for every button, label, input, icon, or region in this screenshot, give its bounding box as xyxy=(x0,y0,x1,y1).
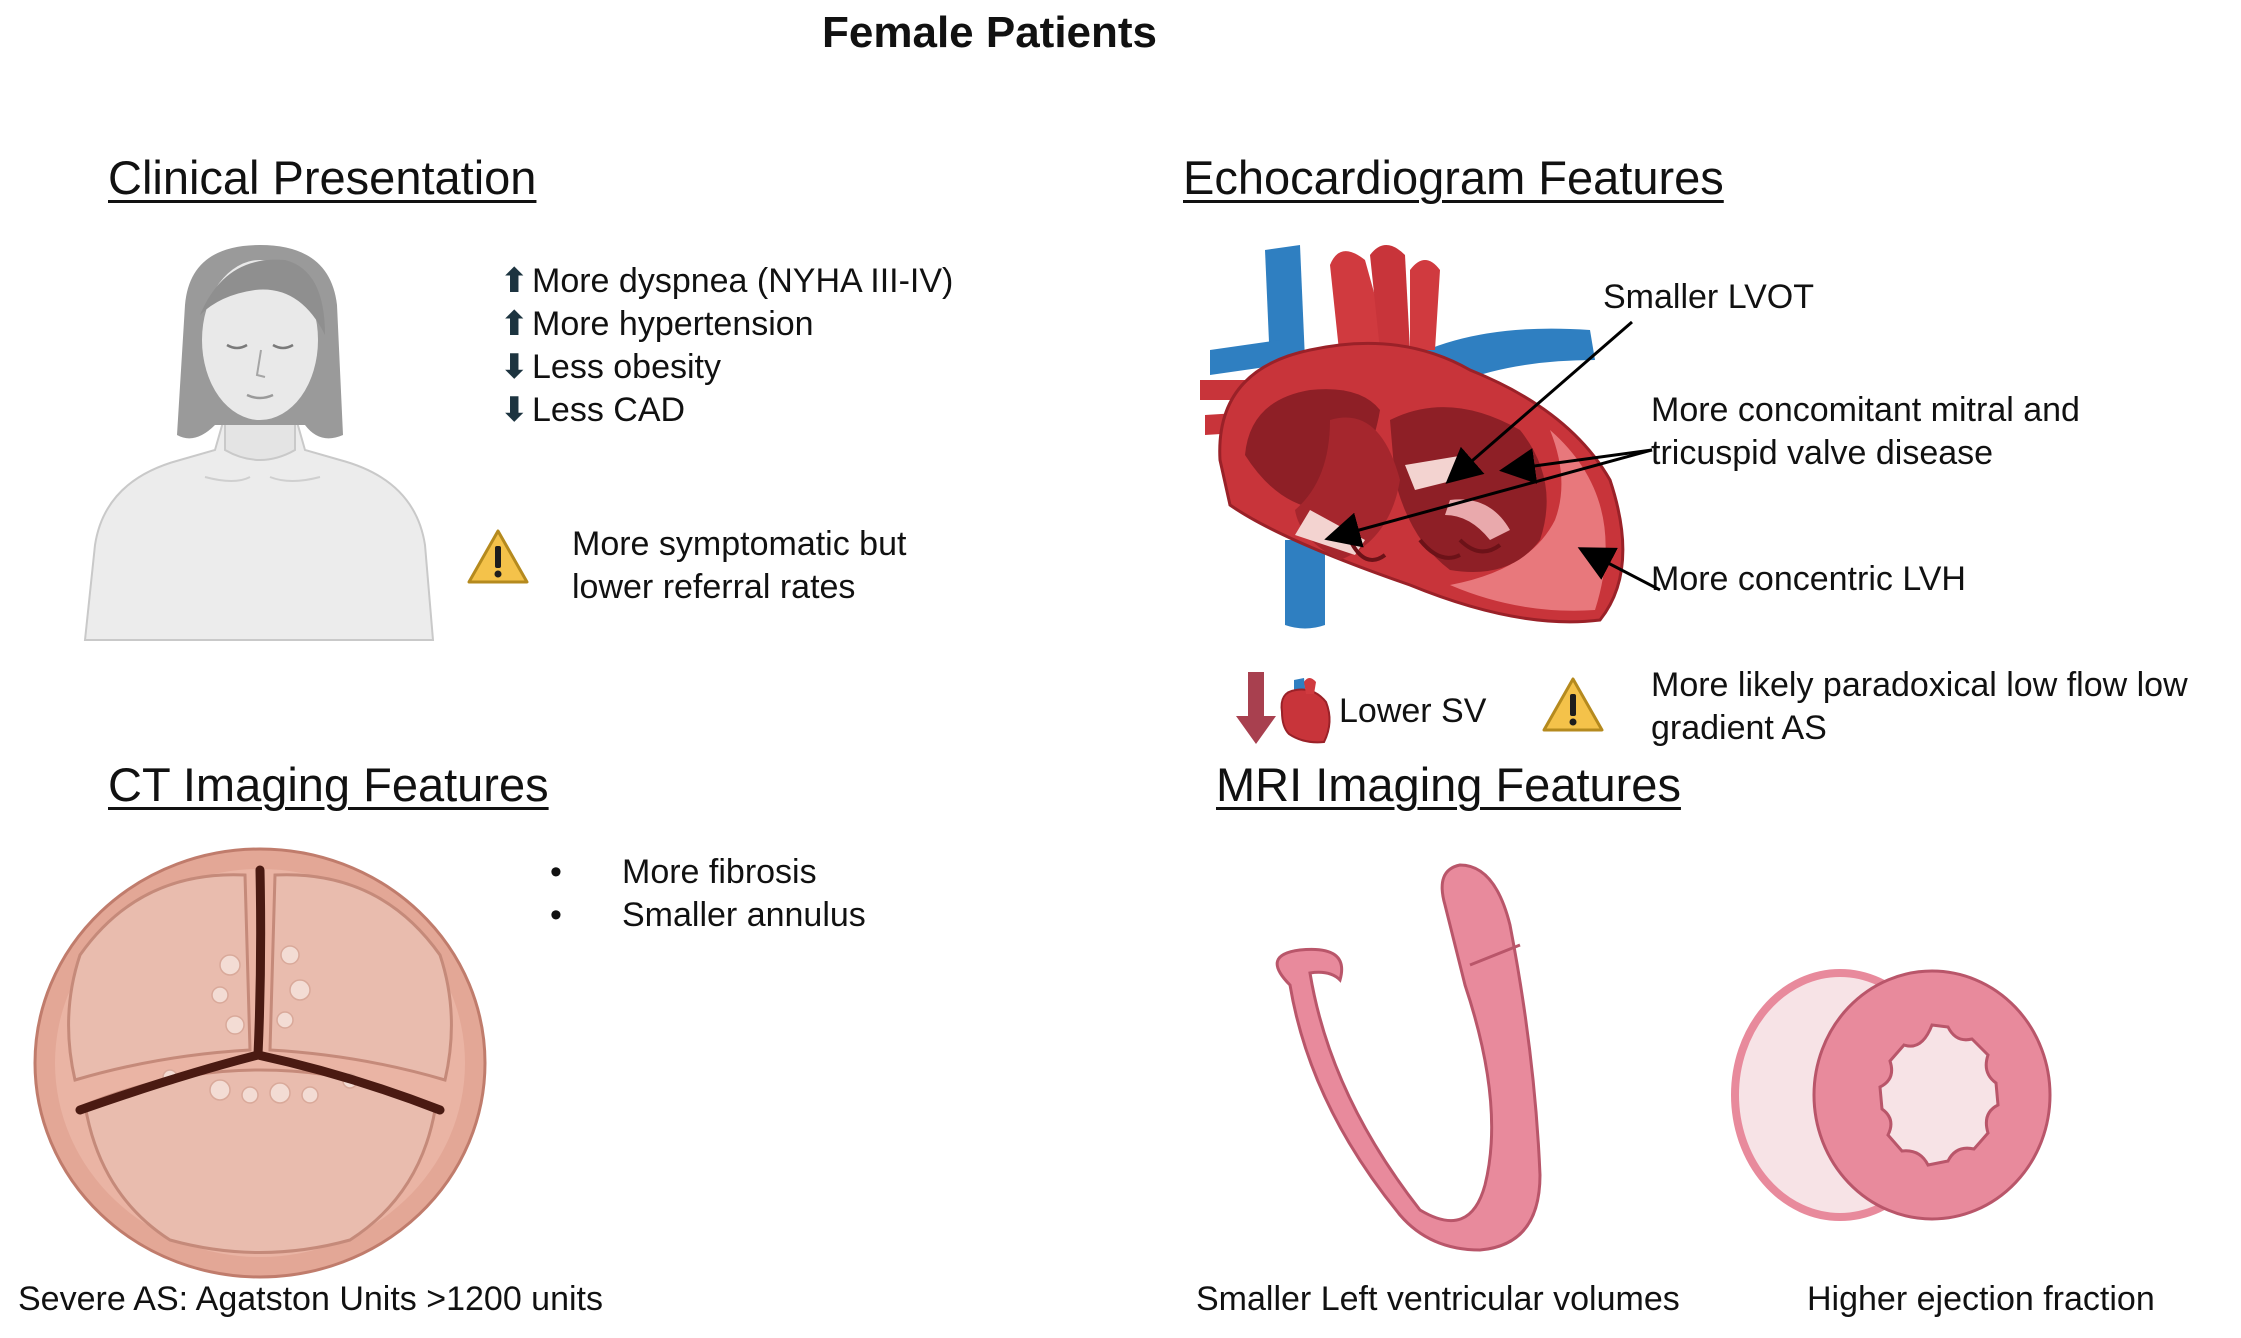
mitral-arrow-1 xyxy=(1324,448,1653,548)
lvot-arrow xyxy=(1445,320,1633,484)
echo-label-lvot: Smaller LVOT xyxy=(1603,278,1814,316)
lower-sv-text: Lower SV xyxy=(1339,692,1487,730)
clinical-item: ⬇Less CAD xyxy=(500,389,953,432)
heart-cross-section-illustration xyxy=(1200,245,1625,629)
ct-list: More fibrosis Smaller annulus xyxy=(550,851,866,937)
lv-short-axis-illustration xyxy=(1731,969,2052,1221)
echo-warning-text: More likely paradoxical low flow low gra… xyxy=(1651,666,2188,747)
ct-heading: CT Imaging Features xyxy=(108,758,549,811)
echo-heading: Echocardiogram Features xyxy=(1183,151,1724,204)
clinical-item: ⬆More hypertension xyxy=(500,303,953,346)
clinical-item: ⬆More dyspnea (NYHA III-IV) xyxy=(500,260,953,303)
mri-heading: MRI Imaging Features xyxy=(1216,758,1681,811)
lvh-arrow xyxy=(1577,547,1661,592)
arrow-up-icon: ⬆ xyxy=(500,305,529,343)
arrow-down-icon: ⬇ xyxy=(500,391,529,429)
ct-caption: Severe AS: Agatston Units >1200 units xyxy=(18,1280,603,1318)
clinical-list: ⬆More dyspnea (NYHA III-IV) ⬆More hypert… xyxy=(500,260,953,432)
clinical-item: ⬇Less obesity xyxy=(500,346,953,389)
ct-item: More fibrosis xyxy=(550,851,866,894)
arrow-down-icon: ⬇ xyxy=(500,348,529,386)
warning-triangle-icon xyxy=(1542,677,1604,732)
echo-label-mitral: More concomitant mitral and tricuspid va… xyxy=(1651,391,2080,472)
clinical-warning-text: More symptomatic but lower referral rate… xyxy=(572,525,907,606)
ct-item: Smaller annulus xyxy=(550,894,866,937)
page-title: Female Patients xyxy=(822,8,1158,57)
arrow-up-icon: ⬆ xyxy=(500,262,529,300)
aortic-valve-illustration xyxy=(33,847,487,1279)
warning-triangle-icon xyxy=(467,529,529,584)
female-patient-illustration xyxy=(83,245,435,641)
echo-label-lvh: More concentric LVH xyxy=(1651,560,1966,598)
mri-caption-left: Smaller Left ventricular volumes xyxy=(1196,1280,1680,1318)
mitral-arrow-2 xyxy=(1499,448,1653,484)
clinical-heading: Clinical Presentation xyxy=(108,151,537,204)
lv-long-axis-illustration xyxy=(1275,863,1542,1252)
lower-sv-heart-icon xyxy=(1236,672,1331,744)
mri-caption-right: Higher ejection fraction xyxy=(1807,1280,2155,1318)
